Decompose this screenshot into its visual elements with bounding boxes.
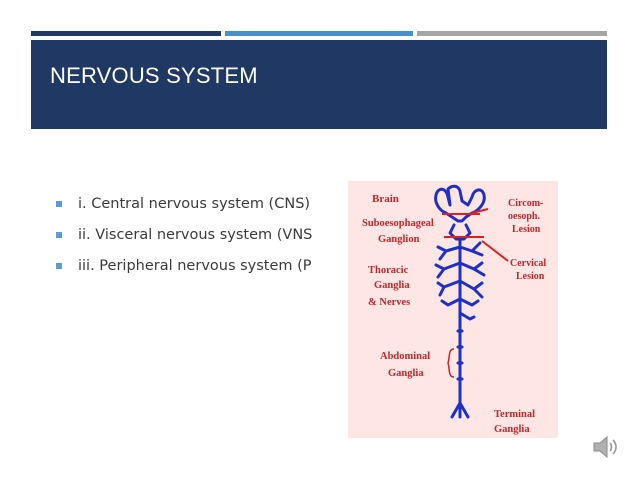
label-thoracic-1: Thoracic — [368, 265, 409, 276]
title-band — [31, 40, 607, 129]
label-terminal-1: Terminal — [494, 409, 535, 420]
abdominal-ganglia-marks — [456, 329, 464, 381]
thoracic-nerve-right-2 — [458, 261, 486, 277]
diagram-labels: Brain Suboesophageal Ganglion Thoracic G… — [362, 193, 546, 435]
header-accent-bar-1 — [31, 31, 221, 36]
slide-title: NERVOUS SYSTEM — [50, 63, 258, 88]
label-thoracic-2: Ganglia — [374, 280, 410, 291]
label-suboesophageal-2: Ganglion — [378, 234, 420, 245]
label-terminal-2: Ganglia — [494, 424, 530, 435]
cervical-arrow — [481, 240, 509, 262]
bullet-square-icon — [56, 263, 62, 269]
bullet-item-cns: i. Central nervous system (CNS) — [56, 196, 312, 227]
circumoesophageal-arrow — [471, 208, 489, 214]
thoracic-nerve-right-1 — [458, 241, 484, 257]
label-circo-2: oesoph. — [508, 211, 540, 222]
bullet-item-pns: iii. Peripheral nervous system (P — [56, 258, 312, 289]
terminal-ganglion-shape — [450, 401, 470, 419]
header-accent-bar-2 — [225, 31, 413, 36]
label-circo-1: Circom- — [508, 198, 543, 209]
label-cervical-1: Cervical — [510, 258, 546, 269]
diagram-background — [348, 181, 558, 438]
label-suboesophageal-1: Suboesophageal — [362, 218, 434, 229]
label-cervical-2: Lesion — [516, 271, 545, 282]
thoracic-nerve-right-3 — [458, 279, 484, 299]
nerve-cord — [434, 184, 486, 419]
lesion-lines — [442, 208, 509, 262]
header-accent-bar-3 — [417, 31, 607, 36]
label-thoracic-3: & Nerves — [368, 297, 410, 308]
bullet-text: ii. Visceral nervous system (VNS — [78, 227, 313, 243]
label-abdominal-2: Ganglia — [388, 368, 424, 379]
bullet-item-vns: ii. Visceral nervous system (VNS — [56, 227, 312, 258]
nervous-system-diagram: Brain Suboesophageal Ganglion Thoracic G… — [348, 181, 558, 438]
bullet-text: i. Central nervous system (CNS) — [78, 196, 311, 212]
thoracic-nerve-left-2 — [434, 261, 462, 279]
thoracic-nerve-5 — [458, 311, 476, 321]
speaker-icon[interactable] — [592, 434, 620, 464]
bullet-square-icon — [56, 232, 62, 238]
brain-shape — [434, 184, 486, 223]
label-brain: Brain — [372, 193, 399, 205]
thoracic-nerve-4 — [440, 297, 480, 307]
label-abdominal-1: Abdominal — [380, 351, 430, 362]
bullet-square-icon — [56, 201, 62, 207]
abdominal-brace — [447, 348, 455, 378]
bullet-list: i. Central nervous system (CNS) ii. Visc… — [56, 196, 312, 289]
thoracic-nerve-left-1 — [436, 245, 462, 261]
bullet-text: iii. Peripheral nervous system (P — [78, 258, 312, 274]
thoracic-nerve-left-3 — [436, 279, 462, 297]
label-circo-3: Lesion — [512, 224, 541, 235]
